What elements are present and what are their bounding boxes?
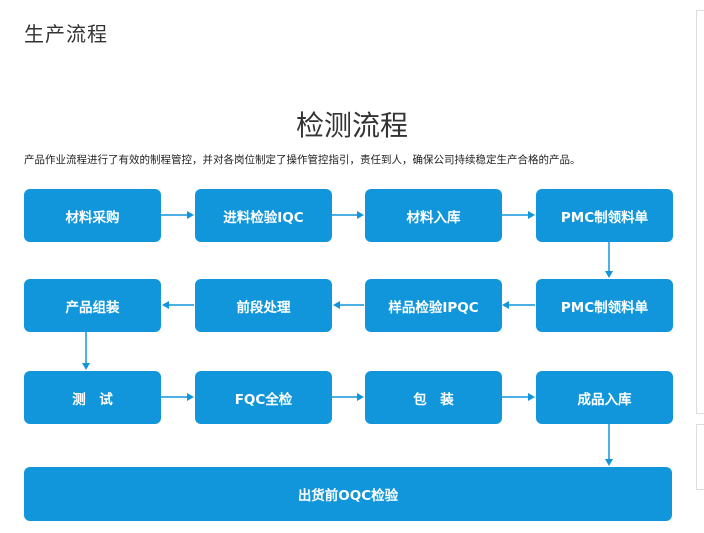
step-incoming-inspection-iqc: 进料检验IQC [195, 189, 332, 242]
flow-description: 产品作业流程进行了有效的制程管控，并对各岗位制定了操作管控指引，责任到人，确保公… [24, 154, 581, 166]
arrow-left-icon [333, 301, 364, 309]
arrow-right-icon [332, 211, 364, 219]
side-panel-lower [696, 424, 704, 490]
arrow-right-icon [161, 211, 194, 219]
arrow-left-icon [502, 301, 535, 309]
step-pre-processing: 前段处理 [195, 279, 332, 332]
step-pmc-requisition-2: PMC制领料单 [536, 279, 673, 332]
arrow-down-icon [605, 242, 613, 278]
arrow-right-icon [502, 211, 535, 219]
step-fqc-full-inspection: FQC全检 [195, 371, 332, 424]
side-panel [696, 10, 704, 414]
step-sample-inspection-ipqc: 样品检验IPQC [365, 279, 502, 332]
step-pmc-requisition-1: PMC制领料单 [536, 189, 673, 242]
arrow-right-icon [332, 393, 364, 401]
flow-heading: 检测流程 [295, 109, 408, 142]
arrow-right-icon [502, 393, 535, 401]
page-title: 生产流程 [24, 22, 108, 46]
arrow-down-icon [82, 332, 90, 370]
step-finished-goods-warehousing: 成品入库 [536, 371, 673, 424]
step-material-purchase: 材料采购 [24, 189, 161, 242]
step-pre-shipment-oqc: 出货前OQC检验 [24, 467, 672, 521]
arrow-down-icon [605, 424, 613, 466]
arrow-left-icon [162, 301, 194, 309]
arrow-right-icon [161, 393, 194, 401]
step-packaging: 包 装 [365, 371, 502, 424]
step-product-assembly: 产品组装 [24, 279, 161, 332]
step-material-warehousing: 材料入库 [365, 189, 502, 242]
step-testing: 测 试 [24, 371, 161, 424]
